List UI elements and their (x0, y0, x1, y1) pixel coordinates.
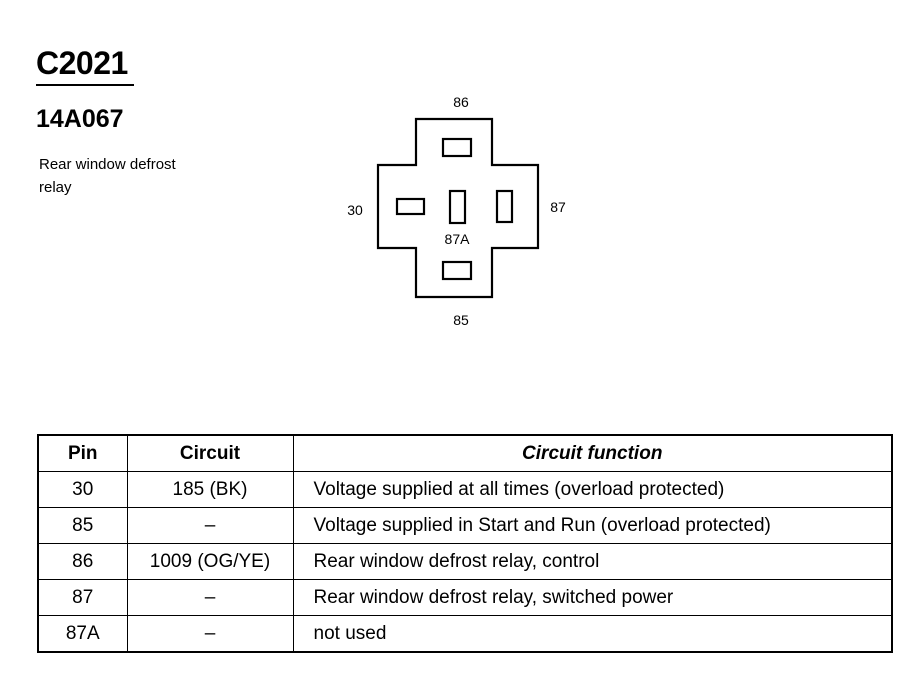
cell-pin: 87A (37, 615, 128, 653)
pin-label-center: 87A (445, 231, 471, 247)
table-row: 85 – Voltage supplied in Start and Run (… (37, 507, 893, 544)
pin-label-right: 87 (550, 199, 566, 215)
cell-function: Rear window defrost relay, switched powe… (292, 579, 893, 616)
connector-id: C2021 (36, 45, 128, 81)
cell-circuit: – (126, 579, 294, 616)
pin-label-bottom: 85 (453, 312, 469, 328)
cell-pin: 85 (37, 507, 128, 544)
connector-outline (376, 117, 540, 299)
terminal-85 (441, 260, 473, 281)
cell-function: Rear window defrost relay, control (292, 543, 893, 580)
cell-circuit: – (126, 507, 294, 544)
cell-function: not used (292, 615, 893, 653)
connector-description: Rear window defrost relay (39, 156, 176, 196)
terminal-87a (448, 189, 467, 225)
cell-circuit: 185 (BK) (126, 471, 294, 508)
terminal-87 (495, 189, 514, 224)
relay-connector-diagram: 86 30 87 87A 85 (347, 94, 566, 328)
part-number: 14A067 (36, 105, 124, 133)
pinout-table: Pin Circuit Circuit function 30 185 (BK)… (37, 434, 893, 653)
cell-function: Voltage supplied at all times (overload … (292, 471, 893, 508)
terminal-86 (441, 137, 473, 158)
cell-function: Voltage supplied in Start and Run (overl… (292, 507, 893, 544)
table-row: 86 1009 (OG/YE) Rear window defrost rela… (37, 543, 893, 580)
cell-circuit: – (126, 615, 294, 653)
pin-label-left: 30 (347, 202, 363, 218)
pin-label-top: 86 (453, 94, 469, 110)
table-row: 30 185 (BK) Voltage supplied at all time… (37, 471, 893, 508)
title-underline (36, 84, 134, 86)
table-row: 87A – not used (37, 615, 893, 653)
header-circuit: Circuit (126, 434, 294, 472)
cell-pin: 86 (37, 543, 128, 580)
terminal-30 (395, 197, 426, 216)
cell-pin: 87 (37, 579, 128, 616)
table-header-row: Pin Circuit Circuit function (37, 434, 893, 472)
table-row: 87 – Rear window defrost relay, switched… (37, 579, 893, 616)
cell-pin: 30 (37, 471, 128, 508)
header-circuit-function: Circuit function (292, 434, 893, 472)
header-pin: Pin (37, 434, 128, 472)
cell-circuit: 1009 (OG/YE) (126, 543, 294, 580)
